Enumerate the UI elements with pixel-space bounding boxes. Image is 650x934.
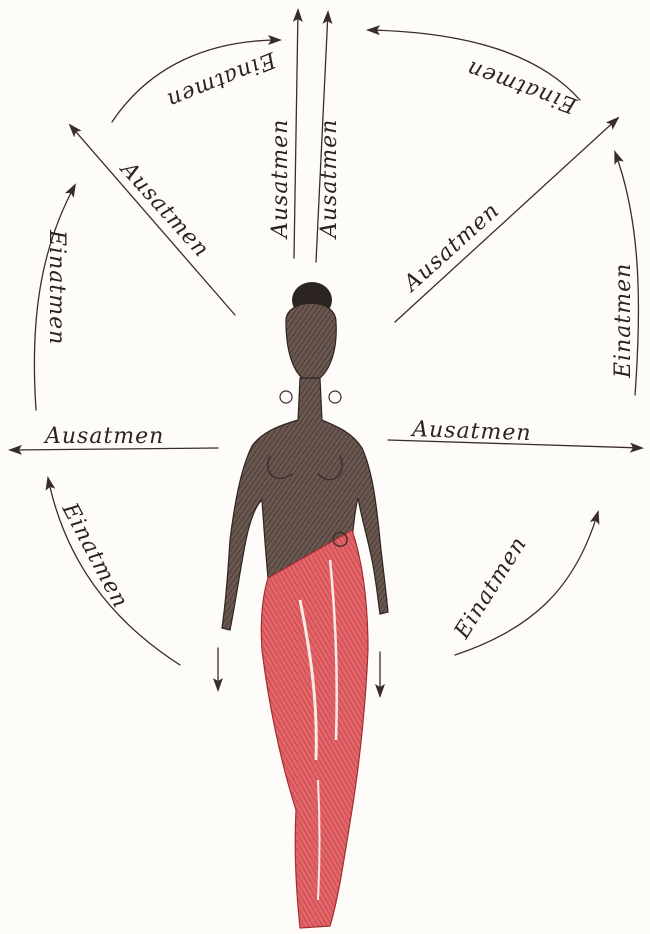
sarong xyxy=(261,530,368,928)
label-inhale-left-lower: Einatmen xyxy=(56,498,133,612)
earring-right xyxy=(329,391,341,403)
earring-left xyxy=(280,391,292,403)
woman-figure xyxy=(222,282,388,928)
head xyxy=(286,303,336,382)
label-exhale-right: Ausatmen xyxy=(410,417,532,446)
label-exhale-upper-left: Ausatmen xyxy=(114,156,214,263)
label-inhale-right-upper: Einatmen xyxy=(611,263,636,379)
label-exhale-vertical-right: Ausatmen xyxy=(317,119,342,240)
arrow-diag-upper-left xyxy=(70,125,235,315)
arrow-up-left xyxy=(294,10,298,258)
label-inhale-right-lower: Einatmen xyxy=(449,532,532,644)
label-exhale-upper-right: Ausatmen xyxy=(398,198,505,298)
label-inhale-top-right: Einatmen xyxy=(463,55,581,118)
label-exhale-vertical-left: Ausatmen xyxy=(268,119,293,240)
label-exhale-left: Ausatmen xyxy=(43,424,164,449)
label-inhale-top-left: Einatmen xyxy=(163,46,280,113)
label-inhale-left-upper: Einatmen xyxy=(44,229,69,345)
arrow-diag-upper-right xyxy=(395,118,618,322)
